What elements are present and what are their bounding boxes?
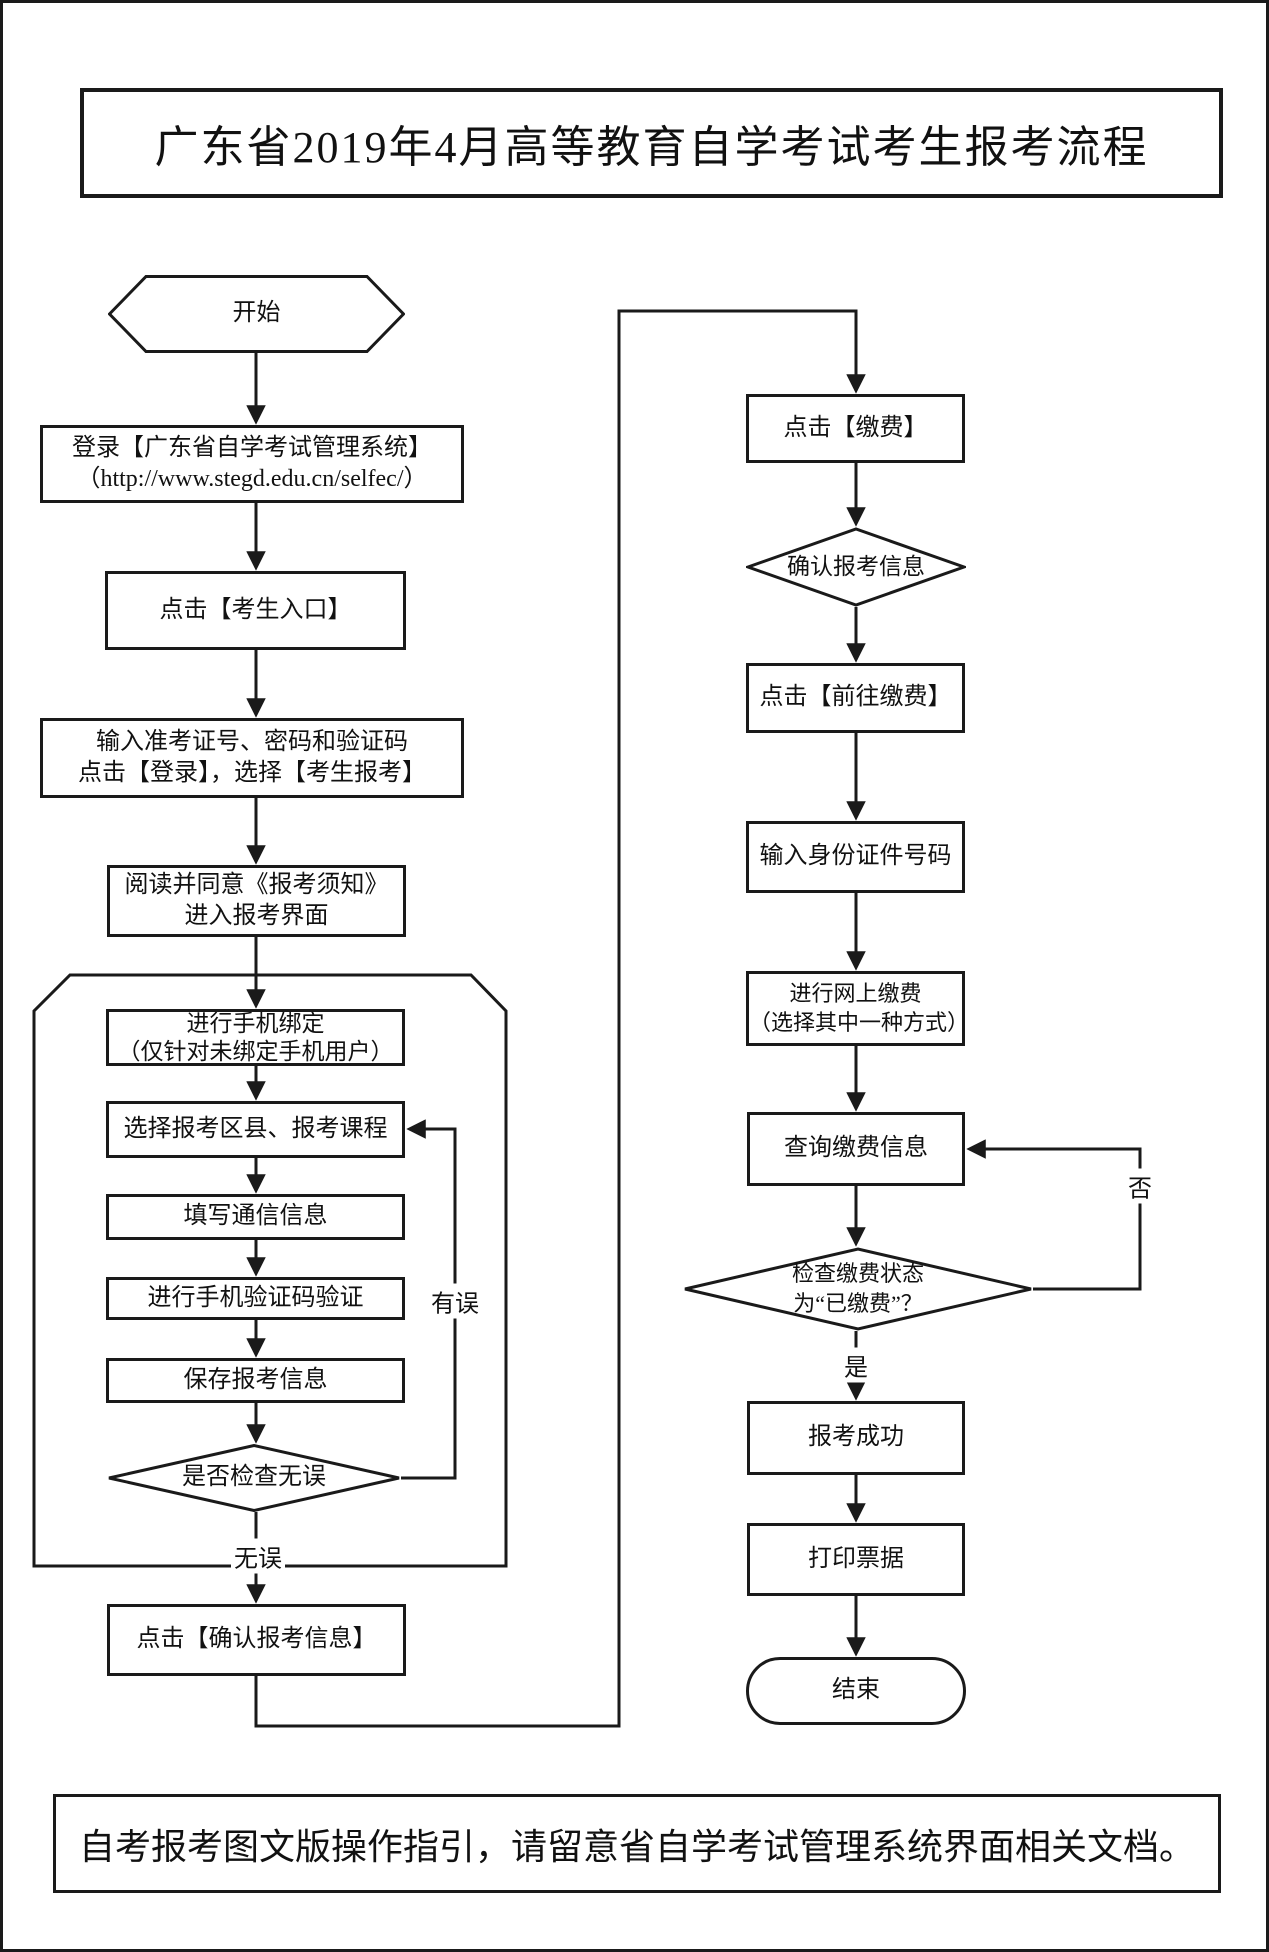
node-success: 报考成功 xyxy=(747,1401,965,1475)
confirm-decision-label: 确认报考信息 xyxy=(787,554,925,580)
flow-connectors xyxy=(32,309,1142,1728)
node-sms-verify: 进行手机验证码验证 xyxy=(106,1277,405,1320)
select-district-label: 选择报考区县、报考课程 xyxy=(123,1115,388,1142)
label-error-branch: 有误 xyxy=(428,1283,482,1319)
node-start: 开始 xyxy=(108,275,405,353)
node-confirm-info: 点击【确认报考信息】 xyxy=(107,1604,406,1676)
node-go-pay: 点击【前往缴费】 xyxy=(746,663,965,733)
notice-line2: 进入报考界面 xyxy=(184,903,329,929)
bind-line1: 进行手机绑定 xyxy=(186,1011,325,1037)
connector-confirm-to-pay xyxy=(254,309,866,1728)
credentials-line2: 点击【登录】，选择【考生报考】 xyxy=(78,760,426,786)
click-pay-label: 点击【缴费】 xyxy=(783,414,928,441)
node-click-pay: 点击【缴费】 xyxy=(746,394,965,463)
node-end: 结束 xyxy=(746,1657,966,1725)
login-line1: 登录【广东省自学考试管理系统】 xyxy=(72,434,432,461)
label-no-branch: 否 xyxy=(1125,1168,1155,1204)
node-print-receipt: 打印票据 xyxy=(747,1523,965,1596)
online-pay-line1: 进行网上缴费 xyxy=(789,980,922,1006)
query-payment-label: 查询缴费信息 xyxy=(784,1135,928,1162)
page-title: 广东省2019年4月高等教育自学考试考生报考流程 xyxy=(80,88,1223,198)
confirm-info-label: 点击【确认报考信息】 xyxy=(136,1626,377,1653)
id-number-label: 输入身份证件号码 xyxy=(759,843,952,870)
node-candidate-entrance: 点击【考生入口】 xyxy=(105,571,406,650)
node-save-info: 保存报考信息 xyxy=(106,1358,405,1403)
print-receipt-label: 打印票据 xyxy=(808,1545,904,1572)
node-bind-phone: 进行手机绑定 （仅针对未绑定手机用户） xyxy=(106,1009,405,1066)
decision-payment-status: 检查缴费状态 为“已缴费”？ xyxy=(683,1247,1033,1331)
registration-group-outline xyxy=(32,973,508,1568)
label-correct-branch: 无误 xyxy=(231,1538,285,1574)
node-enter-id-number: 输入身份证件号码 xyxy=(746,821,965,893)
status-line2: 为“已缴费”？ xyxy=(793,1291,923,1316)
notice-line1: 阅读并同意《报考须知》 xyxy=(124,871,389,898)
check-decision-label: 是否检查无误 xyxy=(182,1464,326,1491)
success-label: 报考成功 xyxy=(808,1424,904,1451)
footer-note: 自考报考图文版操作指引，请留意省自学考试管理系统界面相关文档。 xyxy=(53,1794,1221,1893)
decision-confirm-info: 确认报考信息 xyxy=(746,527,966,607)
end-label: 结束 xyxy=(832,1677,880,1704)
node-enter-credentials: 输入准考证号、密码和验证码 点击【登录】，选择【考生报考】 xyxy=(40,718,464,798)
node-read-notice: 阅读并同意《报考须知》 进入报考界面 xyxy=(107,865,406,937)
loop-no-back-to-query xyxy=(966,1139,1142,1291)
node-select-district-courses: 选择报考区县、报考课程 xyxy=(106,1101,405,1158)
node-online-payment: 进行网上缴费 （选择其中一种方式） xyxy=(746,971,970,1046)
credentials-line1: 输入准考证号、密码和验证码 xyxy=(96,728,408,755)
sms-verify-label: 进行手机验证码验证 xyxy=(147,1284,364,1311)
node-query-payment: 查询缴费信息 xyxy=(747,1112,965,1186)
fill-contact-label: 填写通信信息 xyxy=(183,1203,328,1230)
go-pay-label: 点击【前往缴费】 xyxy=(759,684,952,711)
node-fill-contact-info: 填写通信信息 xyxy=(106,1194,405,1240)
entrance-label: 点击【考生入口】 xyxy=(159,596,352,623)
node-login-system: 登录【广东省自学考试管理系统】 （http://www.stegd.edu.cn… xyxy=(40,425,464,503)
save-info-label: 保存报考信息 xyxy=(183,1366,328,1393)
label-yes-branch: 是 xyxy=(841,1347,871,1383)
start-label: 开始 xyxy=(232,300,281,327)
online-pay-line2: （选择其中一种方式） xyxy=(749,1009,970,1035)
bind-line2: （仅针对未绑定手机用户） xyxy=(117,1038,394,1064)
decision-check-correct: 是否检查无误 xyxy=(107,1444,401,1512)
login-line2: （http://www.stegd.edu.cn/selfec/） xyxy=(76,466,428,492)
status-line1: 检查缴费状态 xyxy=(791,1261,924,1287)
